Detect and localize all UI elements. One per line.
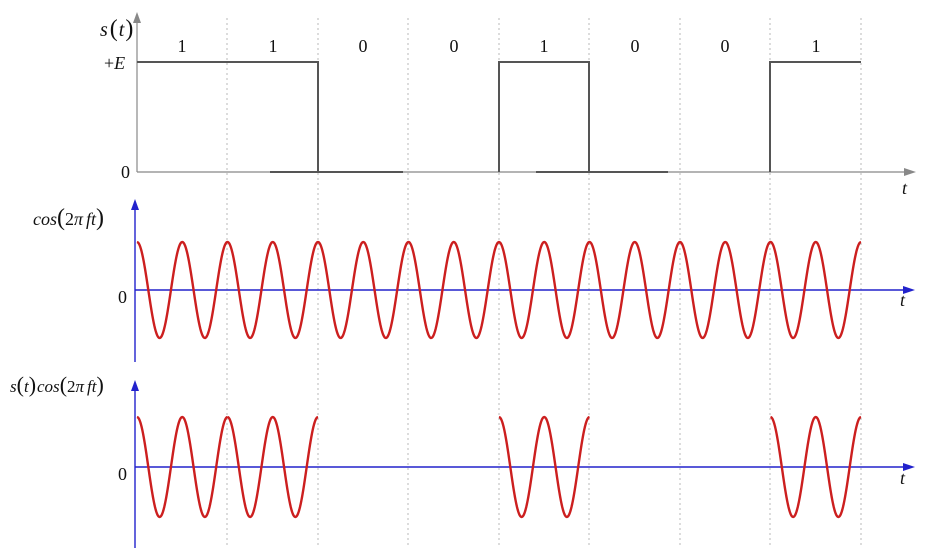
bit-labels: 1 1 0 0 1 0 0 1 bbox=[178, 36, 821, 56]
bit-label-5: 1 bbox=[540, 36, 549, 56]
top-x-arrowhead bbox=[904, 168, 916, 176]
mid-y-arrowhead bbox=[131, 199, 139, 210]
bit-label-1: 1 bbox=[178, 36, 187, 56]
bot-ytick-zero: 0 bbox=[118, 464, 127, 484]
bot-x-label: t bbox=[900, 468, 906, 488]
top-y-label: s(t) bbox=[100, 16, 133, 42]
top-y-arrowhead bbox=[133, 12, 141, 23]
bit-label-8: 1 bbox=[812, 36, 821, 56]
top-ytick-zero: 0 bbox=[121, 162, 130, 182]
bit-label-7: 0 bbox=[721, 36, 730, 56]
bit-label-2: 1 bbox=[269, 36, 278, 56]
bot-x-arrowhead bbox=[903, 463, 915, 471]
mid-ytick-zero: 0 bbox=[118, 287, 127, 307]
bit-label-3: 0 bbox=[359, 36, 368, 56]
bot-y-arrowhead bbox=[131, 380, 139, 391]
bit-boundary-gridlines bbox=[226, 18, 862, 548]
mid-x-label: t bbox=[900, 290, 906, 310]
bit-label-6: 0 bbox=[631, 36, 640, 56]
top-x-label: t bbox=[902, 178, 908, 198]
bit-label-4: 0 bbox=[450, 36, 459, 56]
carrier-wave-trace bbox=[136, 240, 862, 340]
top-panel: s(t) +E 0 t 1 1 0 0 1 0 0 1 bbox=[100, 12, 916, 198]
ask-modulated-wave-trace bbox=[136, 415, 862, 519]
mid-x-arrowhead bbox=[903, 286, 915, 294]
top-ytick-high: +E bbox=[104, 53, 125, 73]
baseband-signal-trace bbox=[137, 61, 861, 173]
